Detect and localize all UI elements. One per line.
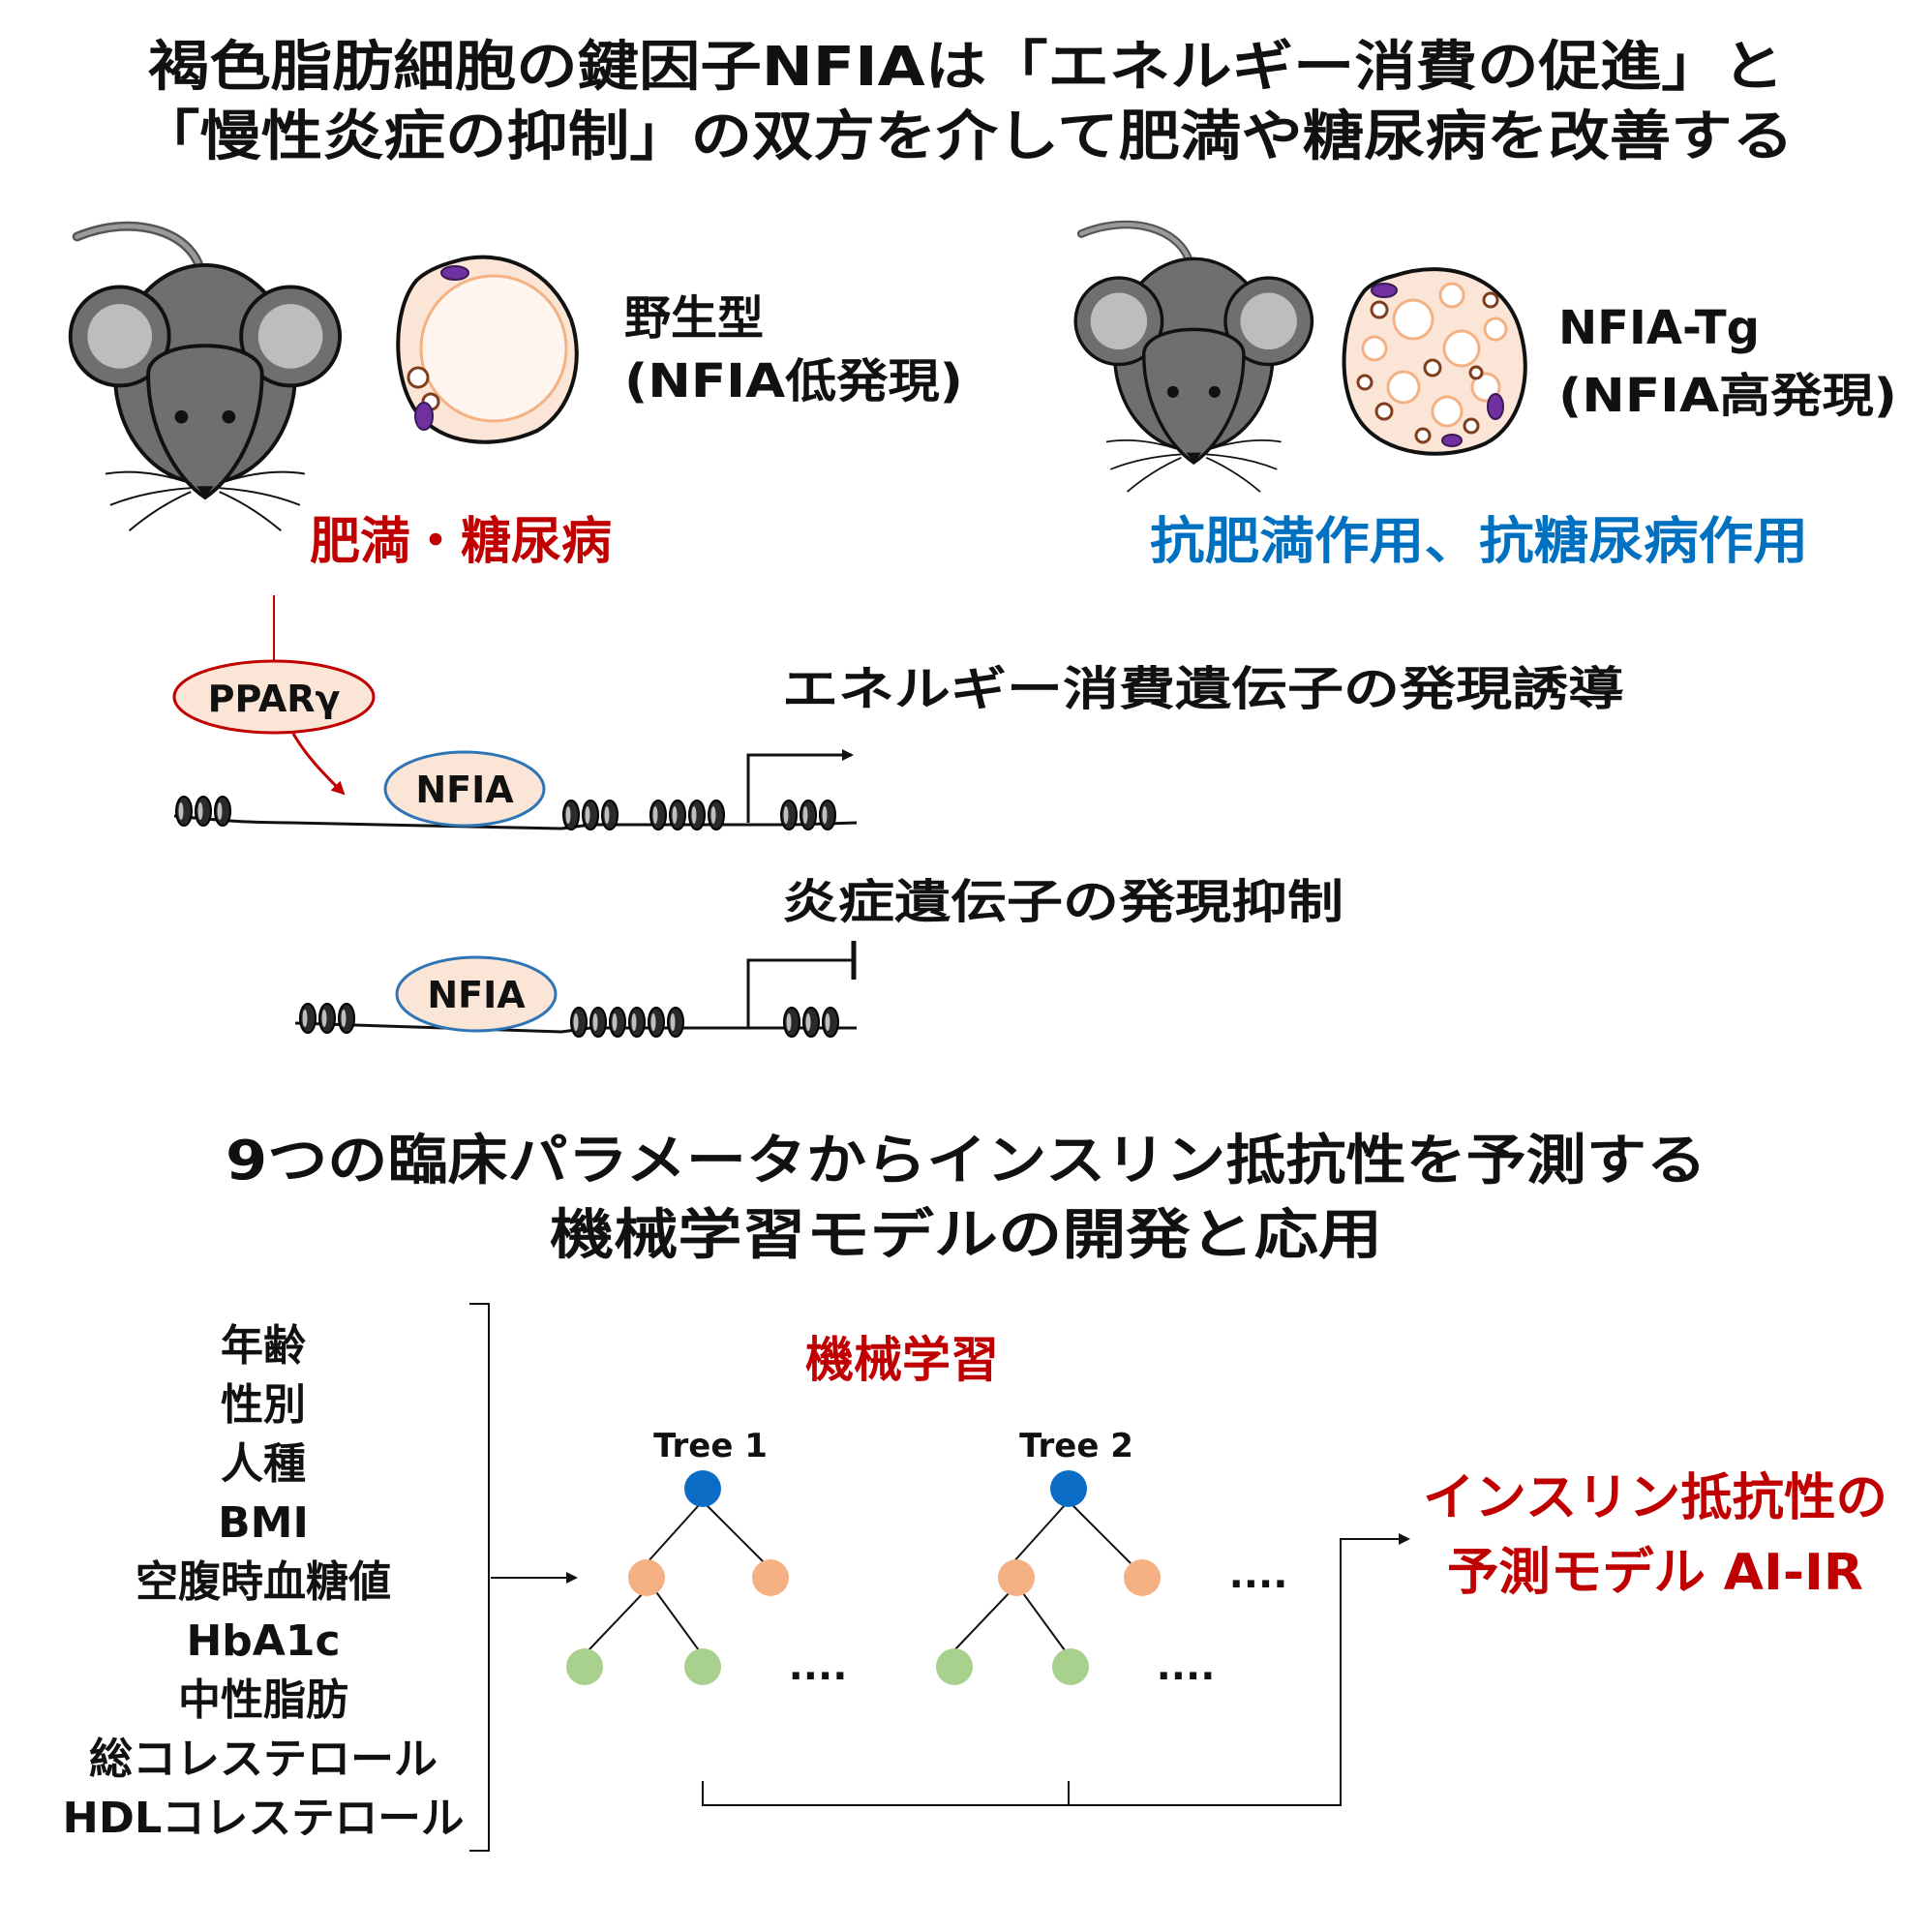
induction-label: エネルギー消費遺伝子の発現誘導 bbox=[782, 662, 1624, 716]
tree-split-node bbox=[1124, 1559, 1161, 1596]
wildtype-mouse-icon bbox=[71, 226, 340, 531]
tree-label: Tree 1 bbox=[653, 1427, 768, 1465]
nfia-oval-repression bbox=[395, 955, 558, 1033]
wildtype-outcome: 肥満・糖尿病 bbox=[310, 513, 612, 571]
parameter-list: 年齢 性別 人種 BMI 空腹時血糖値 HbA1c 中性脂肪 総コレステロール … bbox=[63, 1321, 465, 1843]
figure-title-line2: 「慢性炎症の抑制」の双方を介して肥満や糖尿病を改善する bbox=[138, 106, 1794, 168]
repression-dna-strand bbox=[294, 1003, 857, 1038]
parameter-item: 性別 bbox=[221, 1380, 306, 1430]
transgenic-fat-cell-icon bbox=[1342, 267, 1527, 456]
wildtype-label: 野生型 bbox=[624, 291, 764, 346]
tree-label: Tree 2 bbox=[1019, 1427, 1133, 1465]
transcription-block-symbol bbox=[746, 958, 852, 1028]
nfia-label-induction: NFIA bbox=[415, 769, 514, 811]
ml-title-line1: 9つの臨床パラメータからインスリン抵抗性を予測する bbox=[226, 1130, 1706, 1192]
transgenic-mouse-icon bbox=[1075, 225, 1312, 492]
wildtype-expression-label: (NFIA低発現) bbox=[624, 354, 963, 408]
parameter-item: HbA1c bbox=[186, 1616, 340, 1666]
prediction-output-line1: インスリン抵抗性の bbox=[1423, 1469, 1887, 1527]
nfia-label-repression: NFIA bbox=[427, 974, 526, 1016]
ml-title-line2: 機械学習モデルの開発と応用 bbox=[550, 1204, 1382, 1267]
tree-split-node bbox=[628, 1559, 665, 1596]
tree-ellipsis: .... bbox=[1157, 1645, 1216, 1689]
pparg-oval bbox=[172, 659, 376, 735]
parameter-item: HDLコレステロール bbox=[63, 1794, 465, 1843]
aggregation-connector bbox=[702, 1533, 1410, 1806]
wildtype-fat-cell-icon bbox=[396, 255, 579, 444]
figure-title-line1: 褐色脂肪細胞の鍵因子NFIAは「エネルギー消費の促進」と bbox=[148, 36, 1784, 99]
tree-2: Tree 2 .... bbox=[936, 1427, 1215, 1689]
tree-leaf-node bbox=[684, 1648, 721, 1685]
tree-leaf-node bbox=[936, 1648, 973, 1685]
repression-label: 炎症遺伝子の発現抑制 bbox=[782, 875, 1343, 929]
parameter-item: 空腹時血糖値 bbox=[136, 1557, 391, 1607]
pparg-label: PPARγ bbox=[208, 678, 341, 720]
parameter-item: BMI bbox=[218, 1498, 309, 1548]
pparg-arrow bbox=[290, 731, 346, 796]
tree-ellipsis: .... bbox=[789, 1645, 848, 1689]
nfia-oval-induction bbox=[383, 750, 546, 828]
prediction-output-line2: 予測モデル AI-IR bbox=[1447, 1544, 1863, 1602]
tree-split-node bbox=[752, 1559, 789, 1596]
tree-root-node bbox=[684, 1470, 721, 1507]
parameter-item: 中性脂肪 bbox=[178, 1675, 348, 1725]
transgenic-label: NFIA-Tg bbox=[1558, 301, 1760, 355]
forest-ellipsis: .... bbox=[1229, 1553, 1288, 1597]
transgenic-expression-label: (NFIA高発現) bbox=[1558, 369, 1897, 423]
ml-method-label: 機械学習 bbox=[805, 1332, 999, 1388]
tree-leaf-node bbox=[1052, 1648, 1089, 1685]
tree-root-node bbox=[1050, 1470, 1087, 1507]
parameter-item: 総コレステロール bbox=[89, 1735, 438, 1784]
tree-split-node bbox=[998, 1559, 1035, 1596]
parameter-bracket bbox=[469, 1303, 490, 1852]
transgenic-outcome: 抗肥満作用、抗糖尿病作用 bbox=[1150, 513, 1808, 571]
parameter-item: 年齢 bbox=[221, 1321, 306, 1371]
transcription-start-arrow bbox=[746, 749, 854, 823]
tree-leaf-node bbox=[566, 1648, 603, 1685]
parameter-item: 人種 bbox=[221, 1439, 306, 1489]
induction-dna-strand bbox=[173, 796, 858, 830]
tree-1: Tree 1 .... bbox=[566, 1427, 847, 1689]
